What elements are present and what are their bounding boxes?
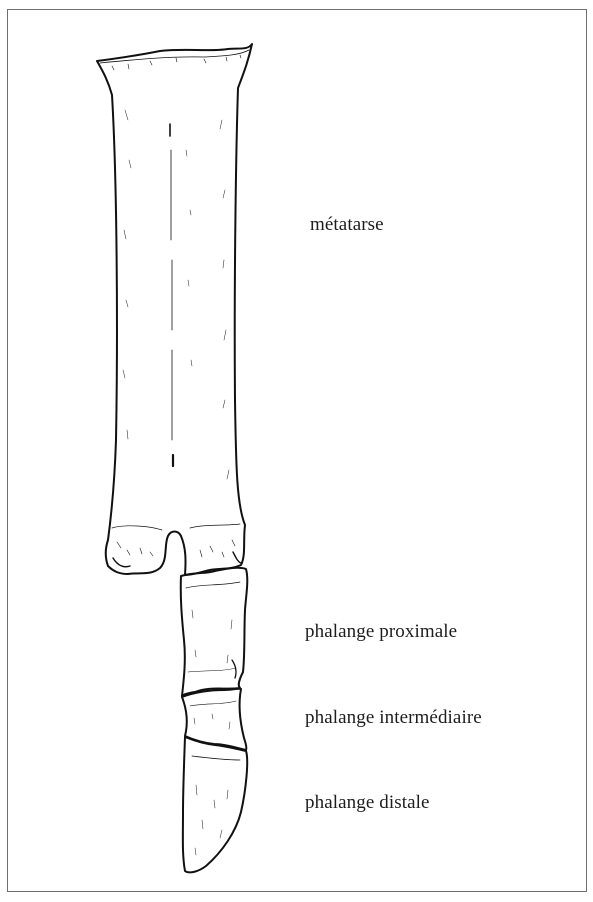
label-metatarse: métatarse	[310, 214, 384, 236]
label-phalange-proximale: phalange proximale	[305, 621, 457, 643]
metatarsal-bone	[97, 44, 252, 575]
intermediate-phalanx	[182, 689, 246, 750]
distal-phalanx	[183, 737, 247, 872]
label-phalange-intermediaire: phalange intermédiaire	[305, 707, 482, 729]
label-phalange-distale: phalange distale	[305, 792, 430, 814]
proximal-phalanx	[181, 568, 248, 696]
